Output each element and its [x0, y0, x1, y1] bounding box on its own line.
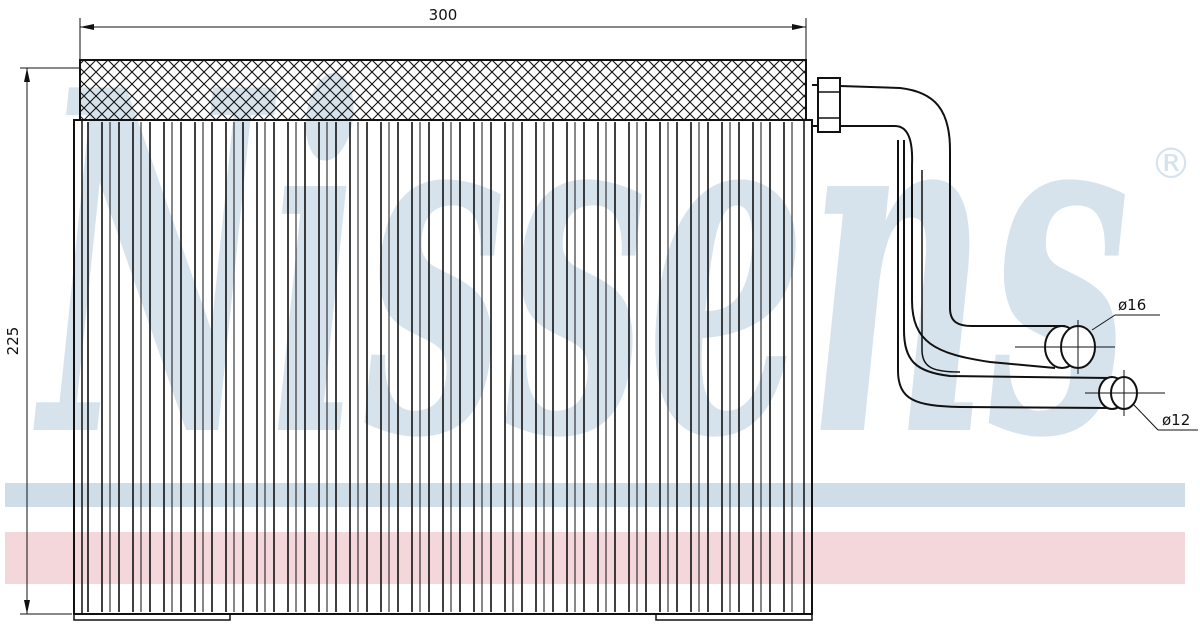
inlet-pipe-inner [897, 140, 1111, 409]
inlet-pipe-outer [903, 140, 1111, 379]
width-arrow-left [80, 24, 94, 30]
mounting-foot-right [655, 613, 813, 621]
outlet-pipe-inner [840, 125, 1056, 369]
mounting-foot-left [73, 613, 231, 621]
pipe-mid-line [921, 170, 961, 373]
outlet-pipe-outer [839, 85, 1065, 327]
core-fins [87, 122, 793, 612]
height-arrow-top [24, 68, 30, 82]
evaporator-core [73, 119, 813, 621]
watermark-pink-band [5, 532, 1185, 584]
height-arrow-bottom [24, 600, 30, 614]
inlet-leader-line [1132, 403, 1159, 431]
watermark-blue-band [5, 483, 1185, 507]
width-dimension: 300 [79, 6, 807, 62]
width-dimension-label: 300 [429, 6, 458, 24]
refrigerant-pipes: ø16 ø12 [812, 77, 1198, 431]
outlet-leader-line [1091, 314, 1116, 331]
pipe-flange [817, 77, 841, 133]
registered-mark: ® [1150, 139, 1192, 188]
inlet-diameter-label: ø12 [1162, 411, 1190, 429]
height-dimension-label: 225 [4, 327, 22, 356]
width-arrow-right [792, 24, 806, 30]
height-dimension: 225 [4, 67, 80, 615]
header-tank [79, 59, 807, 121]
outlet-diameter-label: ø16 [1118, 296, 1146, 314]
